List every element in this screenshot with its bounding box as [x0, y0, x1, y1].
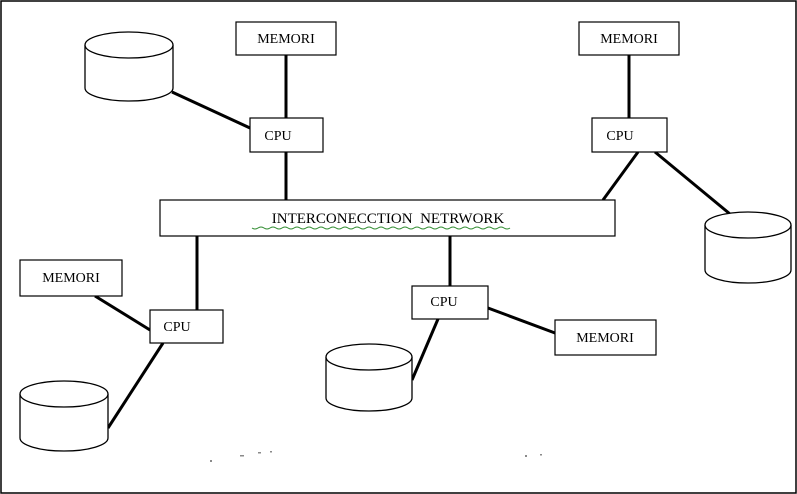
disk-cpu-link-3 [106, 342, 165, 429]
memory-box-4 [554, 319, 657, 356]
memory-label-4: MEMORI [576, 331, 634, 346]
memory-cpu-link-3 [94, 294, 151, 332]
memory-label-2: MEMORI [600, 32, 658, 47]
database-cylinder-icon [19, 380, 109, 452]
interconnection-network-box [159, 199, 616, 237]
database-cylinder-icon [704, 211, 792, 284]
memory-cpu-link-4 [487, 306, 556, 335]
disk-cpu-link-4 [410, 318, 440, 381]
cpu-box-3 [149, 309, 224, 344]
cpu-label-2: CPU [606, 129, 633, 144]
disk-cpu-link-1 [171, 90, 251, 130]
cpu-label-3: CPU [163, 320, 190, 335]
scan-artifacts [210, 451, 542, 462]
memory-label-1: MEMORI [257, 32, 315, 47]
memory-box-2 [578, 21, 680, 56]
spellcheck-underline [251, 226, 511, 230]
interconnection-network-label: INTERCONECCTION NETRWORK [272, 211, 505, 227]
cpu-box-4 [411, 285, 489, 320]
cpu-label-1: CPU [264, 129, 291, 144]
database-cylinder-icon [84, 31, 174, 102]
memory-label-3: MEMORI [42, 271, 100, 286]
cpu-network-link-2 [601, 151, 640, 201]
memory-box-3 [19, 259, 123, 297]
cpu-box-1 [249, 117, 324, 153]
cpu-box-2 [591, 117, 668, 153]
cpu-label-4: CPU [430, 295, 457, 310]
memory-box-1 [235, 21, 337, 56]
disk-cpu-link-2 [654, 150, 731, 216]
database-cylinder-icon [325, 343, 413, 412]
